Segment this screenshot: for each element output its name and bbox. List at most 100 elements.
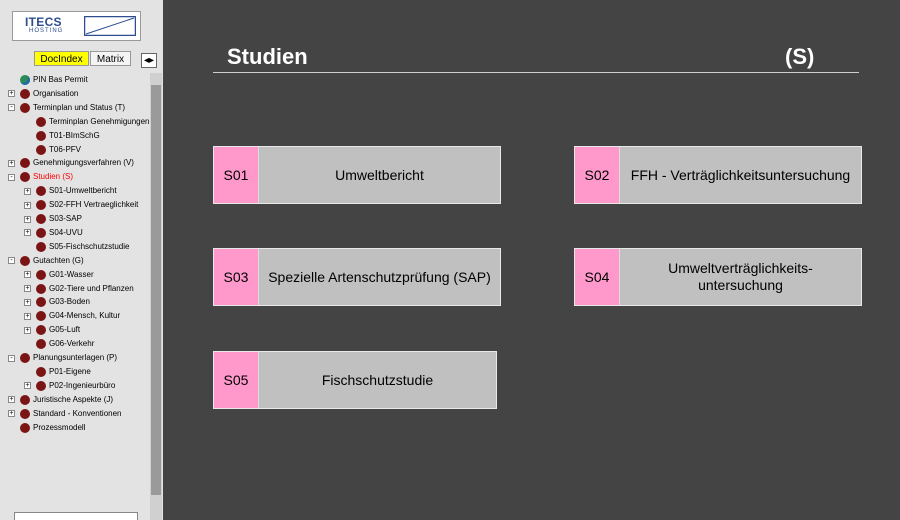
tree-item-label: P02-Ingenieurbüro bbox=[49, 380, 116, 390]
tree-item-label: PIN Bas Permit bbox=[33, 75, 88, 84]
tree-item[interactable]: + Juristische Aspekte (J) bbox=[8, 393, 113, 407]
tab-docindex[interactable]: DocIndex bbox=[34, 51, 89, 66]
expand-toggle-icon[interactable]: + bbox=[24, 187, 31, 195]
card-title: Umweltbericht bbox=[335, 166, 424, 183]
tree-item[interactable]: S05-Fischschutzstudie bbox=[24, 240, 129, 254]
expand-toggle-icon[interactable]: + bbox=[24, 285, 31, 292]
expand-toggle-icon[interactable]: + bbox=[8, 410, 15, 418]
card-title: Spezielle Artenschutzprüfung (SAP) bbox=[268, 268, 491, 285]
expand-toggle-icon[interactable]: + bbox=[24, 382, 31, 390]
tree-item[interactable]: T01-BImSchG bbox=[24, 129, 100, 143]
tree-item[interactable]: T06-PFV bbox=[24, 143, 81, 157]
card-title: FFH - Verträglichkeitsuntersuchung bbox=[630, 166, 851, 183]
tree-item[interactable]: + G05-Luft bbox=[24, 323, 80, 337]
logo-mark-icon bbox=[84, 16, 136, 36]
expand-toggle-icon[interactable]: + bbox=[24, 229, 31, 237]
node-dot-icon bbox=[36, 214, 46, 224]
card-id: S02 bbox=[575, 147, 620, 203]
page-title: Studien bbox=[227, 44, 308, 69]
collapse-toggle-icon[interactable]: - bbox=[8, 257, 15, 265]
document-tree: PIN Bas Permit + Organisation - Terminplan u… bbox=[0, 73, 150, 513]
card-title: Umweltverträglichkeits-untersuchung bbox=[668, 260, 813, 293]
tree-item-label: Terminplan und Status (T) bbox=[33, 102, 126, 112]
node-dot-icon bbox=[36, 269, 46, 280]
tree-item[interactable]: Terminplan Genehmigungen bbox=[24, 115, 150, 129]
node-dot-icon bbox=[20, 422, 30, 433]
tree-item-label: G02-Tiere und Pflanzen bbox=[49, 283, 134, 293]
tree-item[interactable]: PIN Bas Permit bbox=[8, 73, 88, 87]
tree-item[interactable]: + Standard - Konventionen bbox=[8, 407, 122, 421]
tree-item-label: G05-Luft bbox=[49, 325, 81, 335]
tree-item-label: Standard - Konventionen bbox=[33, 408, 122, 418]
tree-item[interactable]: + P02-Ingenieurbüro bbox=[24, 379, 115, 393]
node-dot-icon bbox=[36, 241, 46, 252]
tree-item[interactable]: G06-Verkehr bbox=[24, 337, 94, 351]
node-dot-icon bbox=[20, 88, 30, 99]
node-dot-icon bbox=[36, 116, 46, 127]
tree-item-label: T06-PFV bbox=[49, 144, 82, 154]
tree-item-label: G06-Verkehr bbox=[49, 339, 95, 349]
node-dot-icon bbox=[36, 366, 46, 377]
tree-item[interactable]: Prozessmodell bbox=[8, 421, 85, 435]
tree-item[interactable]: P01-Eigene bbox=[24, 365, 91, 379]
expand-toggle-icon[interactable]: + bbox=[24, 215, 31, 223]
tree-item-label: S03-SAP bbox=[49, 214, 82, 223]
card-title: Fischschutzstudie bbox=[321, 371, 434, 388]
tree-item[interactable]: +S04-UVU bbox=[24, 226, 83, 240]
expand-toggle-icon[interactable]: + bbox=[24, 312, 31, 320]
card-id: S05 bbox=[214, 352, 259, 408]
tree-item-label: S02-FFH Vertraeglichkeit bbox=[49, 200, 139, 210]
node-dot-icon bbox=[36, 283, 46, 294]
tree-item[interactable]: + S03-SAP bbox=[24, 212, 82, 226]
tree-item[interactable]: - Terminplan und Status (T) bbox=[8, 101, 125, 115]
bottom-input[interactable] bbox=[14, 512, 138, 520]
globe-icon bbox=[20, 75, 30, 85]
node-dot-icon bbox=[36, 297, 46, 308]
study-card-s04[interactable]: S04 Umweltverträglichkeits-untersuchung bbox=[574, 248, 862, 306]
node-dot-icon bbox=[36, 325, 46, 336]
expand-toggle-icon[interactable]: + bbox=[8, 396, 15, 404]
collapse-toggle-icon[interactable]: - bbox=[8, 354, 15, 362]
study-card-s03[interactable]: S03 Spezielle Artenschutzprüfung (SAP) bbox=[213, 248, 501, 306]
node-dot-icon bbox=[36, 380, 46, 391]
tree-item[interactable]: - Gutachten (G) bbox=[8, 254, 84, 268]
expand-toggle-icon[interactable]: + bbox=[8, 90, 15, 98]
logo-brand: ITECS bbox=[25, 15, 62, 29]
study-card-s01[interactable]: S01 Umweltbericht bbox=[213, 146, 501, 204]
tree-item[interactable]: + G02-Tiere und Pflanzen bbox=[24, 282, 134, 296]
study-card-s02[interactable]: S02 FFH - Verträglichkeitsuntersuchung bbox=[574, 146, 862, 204]
collapse-toggle-icon[interactable]: - bbox=[8, 104, 15, 112]
expand-toggle-icon[interactable]: + bbox=[24, 298, 31, 306]
page-code: (S) bbox=[785, 44, 815, 69]
scrollbar-thumb[interactable] bbox=[151, 85, 161, 495]
collapse-toggle-icon[interactable]: - bbox=[8, 173, 15, 181]
node-dot-icon bbox=[36, 227, 46, 238]
tree-item[interactable]: +G01-Wasser bbox=[24, 268, 94, 282]
tree-item[interactable]: +G03-Boden bbox=[24, 295, 90, 309]
tree-item[interactable]: + S02-FFH Vertraeglichkeit bbox=[24, 198, 138, 212]
tree-item[interactable]: + Genehmigungsverfahren (V) bbox=[8, 156, 134, 170]
tree-scrollbar[interactable] bbox=[150, 73, 162, 520]
tree-item-label: Gutachten (G) bbox=[33, 255, 84, 265]
tab-matrix[interactable]: Matrix bbox=[90, 51, 131, 66]
expand-toggle-icon[interactable]: + bbox=[24, 326, 31, 334]
tree-item-label: P01-Eigene bbox=[49, 366, 91, 376]
tree-item-label: Organisation bbox=[33, 88, 79, 98]
tree-item[interactable]: + Organisation bbox=[8, 87, 78, 101]
tree-item[interactable]: -Planungsunterlagen (P) bbox=[8, 351, 117, 365]
node-dot-icon bbox=[36, 130, 46, 141]
node-dot-icon bbox=[20, 408, 30, 419]
tree-item-label: Genehmigungsverfahren (V) bbox=[33, 158, 134, 168]
tree-item[interactable]: +S01-Umweltbericht bbox=[24, 184, 117, 198]
expand-sidebar-button[interactable]: ◂▸ bbox=[141, 53, 157, 68]
study-card-s05[interactable]: S05 Fischschutzstudie bbox=[213, 351, 497, 409]
tree-item[interactable]: -Studien (S) bbox=[8, 170, 73, 184]
logo-subtitle: HOSTING bbox=[29, 28, 64, 34]
expand-toggle-icon[interactable]: + bbox=[24, 271, 31, 279]
tree-item[interactable]: +G04-Mensch, Kultur bbox=[24, 309, 120, 323]
node-dot-icon bbox=[20, 394, 30, 405]
node-dot-icon bbox=[20, 102, 30, 113]
expand-toggle-icon[interactable]: + bbox=[8, 159, 15, 167]
expand-toggle-icon[interactable]: + bbox=[24, 201, 31, 209]
tree-item-label: Juristische Aspekte (J) bbox=[33, 394, 114, 404]
